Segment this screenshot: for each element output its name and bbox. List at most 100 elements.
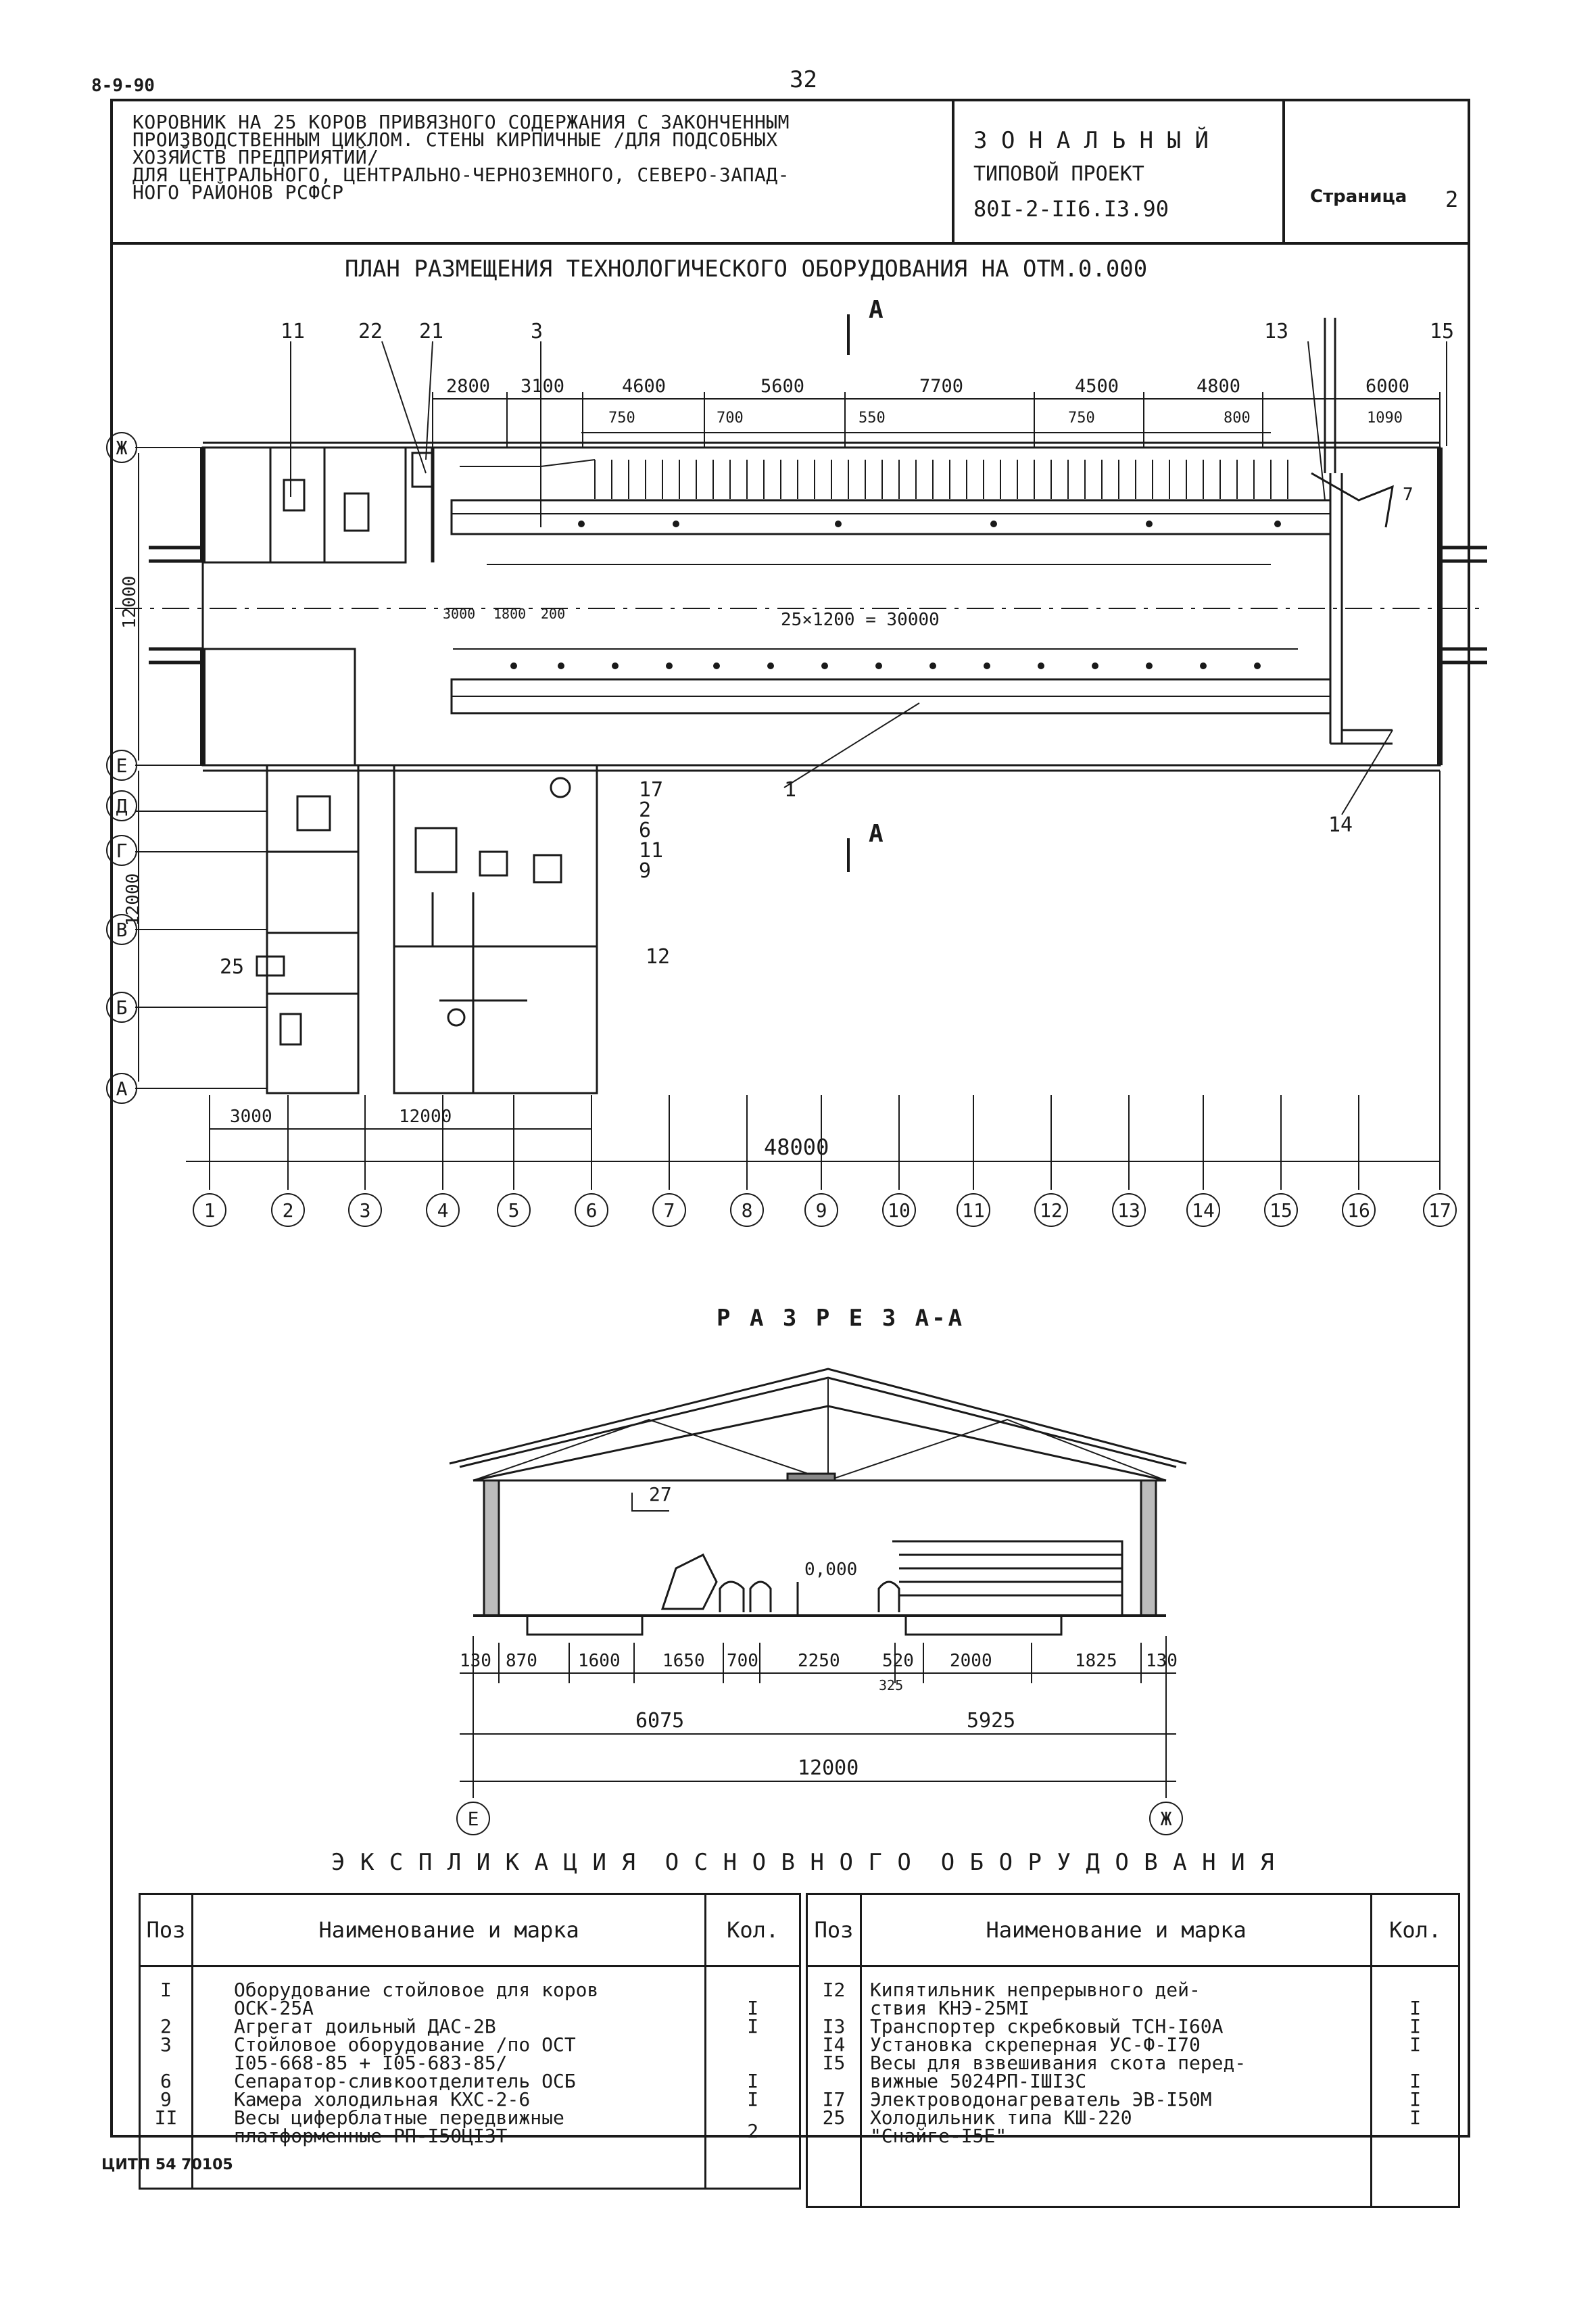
pos-cell: 6 [139, 2072, 193, 2091]
col-pos-header: Поз [806, 1893, 862, 1967]
name-line: ОСК-25А [233, 1997, 314, 2019]
svg-text:12: 12 [646, 945, 670, 969]
title-line: КОРОВНИК НА 25 КОРОВ ПРИВЯЗНОГО СОДЕРЖАН… [132, 111, 790, 133]
title-divider-2 [1282, 99, 1285, 245]
svg-text:2: 2 [639, 798, 651, 822]
title-line: НОГО РАЙОНОВ РСФСР [132, 181, 344, 203]
pos-cell: I [139, 1966, 193, 2017]
svg-text:Е: Е [116, 754, 128, 777]
svg-text:3000: 3000 [230, 1107, 272, 1127]
col-qty-header: Кол. [1370, 1893, 1460, 1967]
svg-text:800: 800 [1224, 410, 1251, 427]
svg-text:12000: 12000 [120, 576, 140, 629]
page-number: 32 [790, 66, 817, 93]
explication-title: Э К С П Л И К А Ц И Я О С Н О В Н О Г О … [331, 1849, 1275, 1876]
dim-label: 4500 [1075, 376, 1119, 397]
name-line: Стойловое оборудование /по ОСТ [233, 2033, 576, 2056]
qty-cell: I [1370, 2054, 1460, 2091]
pos-cell: I5 [806, 2054, 862, 2090]
pos-cell: II [139, 2108, 193, 2190]
svg-text:2250: 2250 [798, 1651, 840, 1671]
qty-cell: I [704, 2090, 801, 2109]
name-line: вижные 5024РП-IШI3С [869, 2070, 1087, 2092]
qty-cell: I [1370, 2035, 1460, 2054]
svg-text:7: 7 [1403, 485, 1413, 505]
dim-label: 2800 [446, 376, 490, 397]
svg-text:17: 17 [639, 778, 663, 802]
svg-text:13: 13 [1264, 320, 1288, 343]
title-line: ПРОИЗВОДСТВЕННЫМ ЦИКЛОМ. СТЕНЫ КИРПИЧНЫЕ… [132, 128, 778, 151]
svg-text:13: 13 [1117, 1199, 1140, 1222]
pos-cell: 2 [139, 2017, 193, 2036]
title-line: ДЛЯ ЦЕНТРАЛЬНОГО, ЦЕНТРАЛЬНО-ЧЕРНОЗЕМНОГ… [132, 164, 790, 186]
svg-text:9: 9 [816, 1199, 827, 1222]
table-row: I5 Весы для взвешивания скота перед-вижны… [806, 2052, 1460, 2092]
svg-text:Г: Г [116, 840, 128, 862]
name-line: I05-668-85 + I05-683-85/ [233, 2052, 508, 2074]
qty-cell: I [1370, 1966, 1460, 2017]
svg-text:11: 11 [962, 1199, 985, 1222]
svg-text:А: А [869, 296, 884, 324]
svg-text:22: 22 [358, 320, 383, 343]
qty-cell: 2 [704, 2108, 801, 2190]
svg-text:21: 21 [419, 320, 443, 343]
name-line: Весы для взвешивания скота перед- [869, 2052, 1247, 2074]
svg-text:12000: 12000 [123, 873, 143, 926]
page-value: 2 [1445, 187, 1459, 212]
svg-text:550: 550 [859, 410, 886, 427]
pos-cell: I7 [806, 2090, 862, 2109]
pos-cell: I3 [806, 2017, 862, 2036]
svg-text:2: 2 [283, 1199, 294, 1222]
qty-cell: I [1370, 2108, 1460, 2208]
svg-text:700: 700 [727, 1651, 758, 1671]
footer-stamp: ЦИТП 54 70105 [101, 2156, 233, 2173]
name-line: Весы циферблатные передвижные [233, 2106, 564, 2129]
svg-text:200: 200 [541, 606, 565, 622]
svg-text:16: 16 [1347, 1199, 1370, 1222]
qty-cell [704, 2035, 801, 2072]
svg-text:Е: Е [468, 1808, 479, 1830]
section-title: Р А З Р Е З А-А [717, 1305, 965, 1332]
name-line: Холодильник типа КШ-220 [869, 2106, 1132, 2129]
svg-text:130: 130 [1146, 1651, 1178, 1671]
dim-label: 6000 [1365, 376, 1409, 397]
dim-label: 4600 [622, 376, 666, 397]
col-qty-header: Кол. [704, 1893, 801, 1967]
section-callout: 27 [649, 1483, 672, 1505]
svg-text:17: 17 [1428, 1199, 1451, 1222]
name-line: "Снайге-I5Е" [869, 2125, 1007, 2147]
svg-text:Д: Д [116, 795, 128, 817]
qty-cell: I [704, 2017, 801, 2036]
svg-text:9: 9 [639, 859, 651, 883]
project-type: ТИПОВОЙ ПРОЕКТ [973, 162, 1144, 186]
svg-text:8: 8 [742, 1199, 753, 1222]
svg-text:25×1200 = 30000: 25×1200 = 30000 [781, 610, 940, 630]
svg-text:15: 15 [1430, 320, 1454, 343]
pos-cell: I4 [806, 2035, 862, 2054]
name-line: Оборудование стойловое для коров [233, 1979, 599, 2001]
svg-text:0,000: 0,000 [804, 1560, 857, 1580]
dim-label: 3100 [521, 376, 564, 397]
svg-text:700: 700 [717, 410, 744, 427]
name-line: Камера холодильная КХС-2-6 [233, 2088, 531, 2110]
svg-text:15: 15 [1269, 1199, 1292, 1222]
svg-text:12: 12 [1040, 1199, 1063, 1222]
svg-text:14: 14 [1328, 813, 1353, 837]
svg-text:750: 750 [608, 410, 635, 427]
svg-text:А: А [116, 1078, 128, 1100]
svg-text:1650: 1650 [662, 1651, 705, 1671]
stall-row-top [450, 499, 1332, 535]
pos-cell: I2 [806, 1966, 862, 2017]
qty-cell: I [1370, 2090, 1460, 2109]
svg-text:11: 11 [281, 320, 305, 343]
